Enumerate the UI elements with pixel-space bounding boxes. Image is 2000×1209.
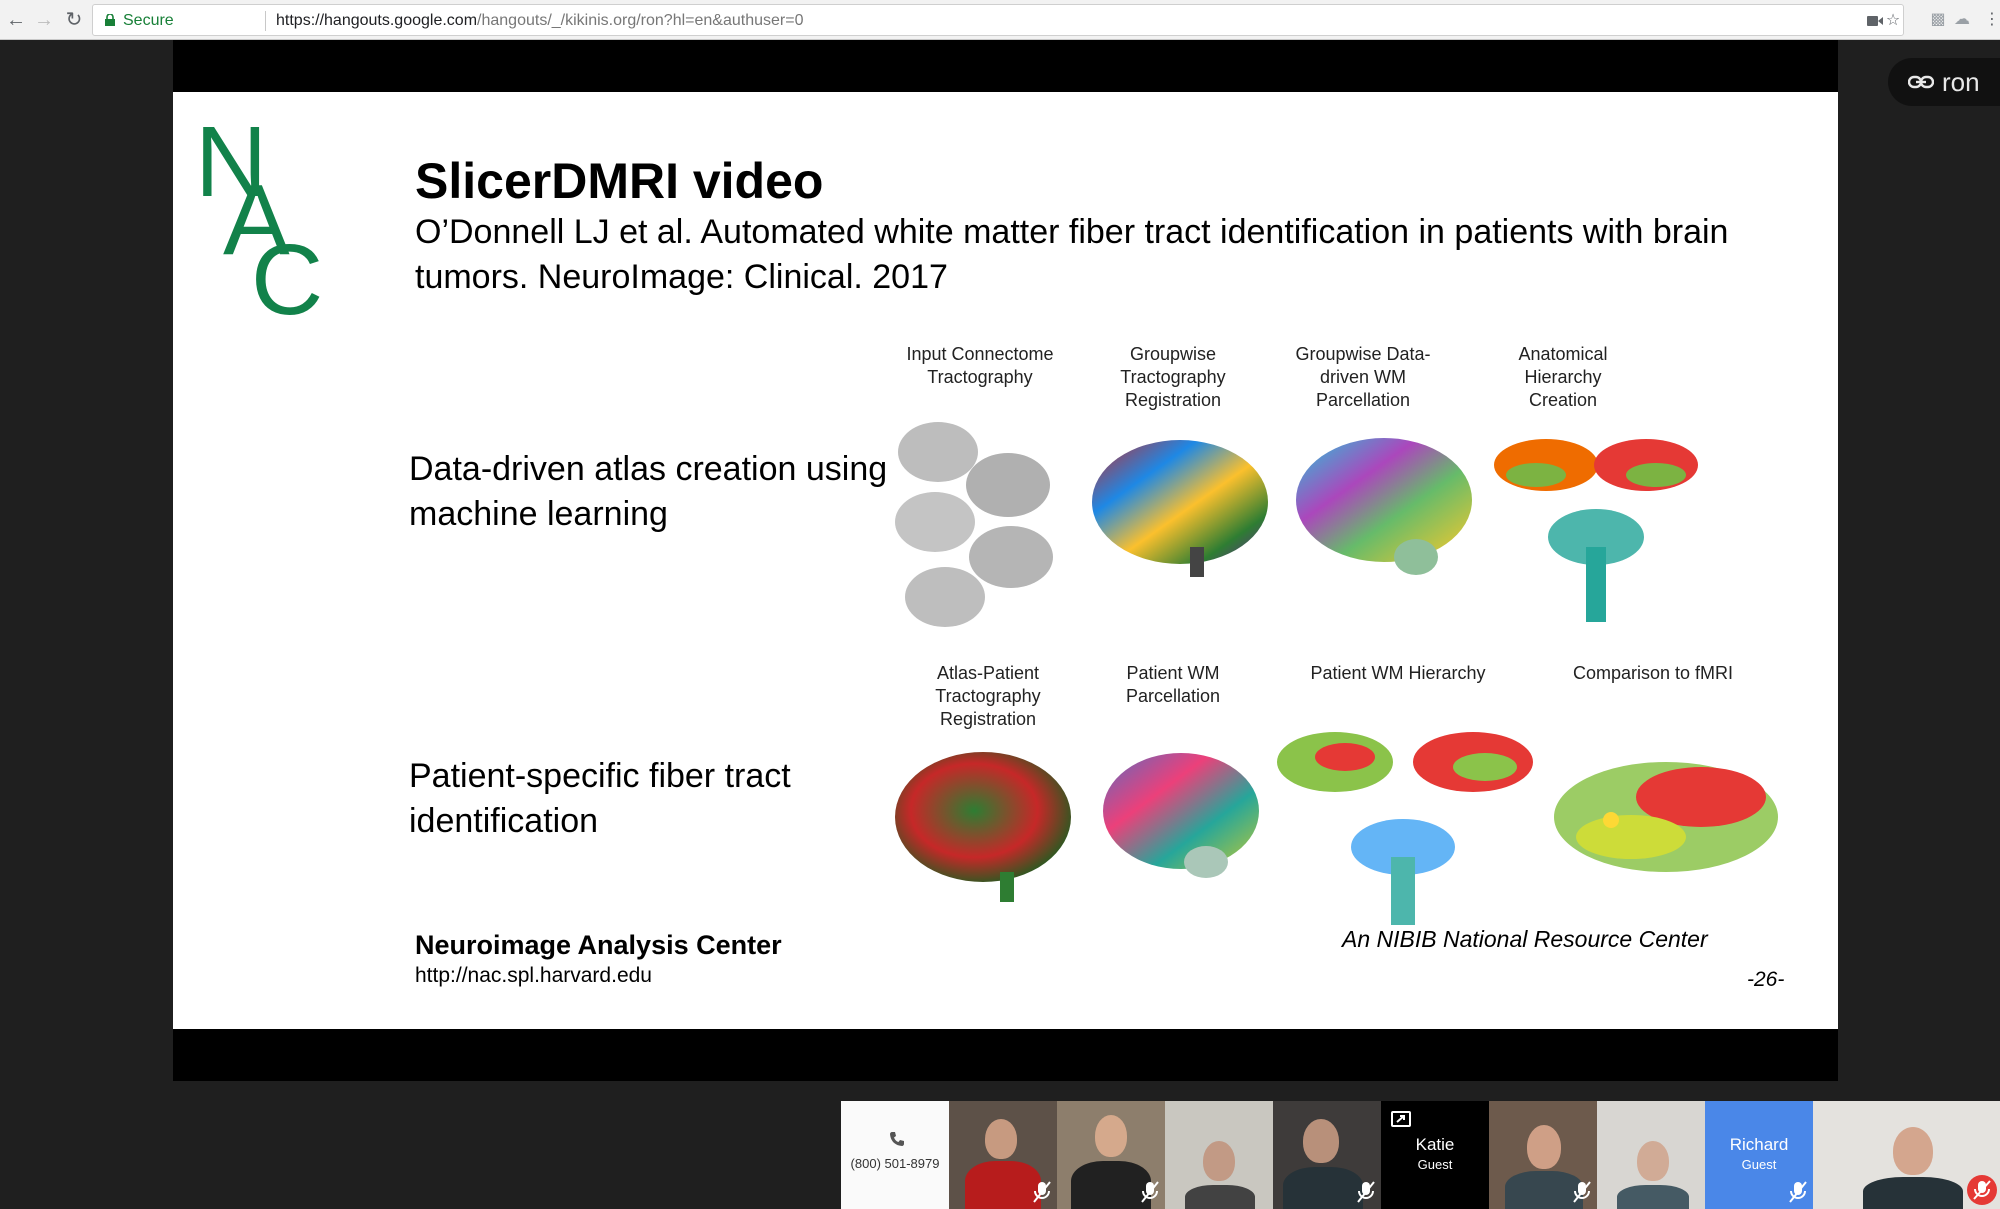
mic-off-icon	[1967, 1175, 1997, 1205]
security-label: Secure	[123, 12, 174, 29]
star-icon[interactable]: ☆	[1885, 12, 1901, 29]
slide: N A C SlicerDMRI video O’Donnell LJ et a…	[173, 92, 1838, 1029]
nac-logo: N A C	[195, 106, 323, 324]
participant-role: Guest	[1417, 1157, 1453, 1172]
participant-video-tile[interactable]	[949, 1101, 1057, 1209]
browser-toolbar: ← → ↻ Secure https://hangouts.google.com…	[0, 0, 2000, 40]
participant-video-tile[interactable]	[1813, 1101, 2000, 1209]
atlas-patient-registration-image	[895, 752, 1071, 902]
row-label-atlas: Data-driven atlas creation using machine…	[409, 450, 888, 533]
link-icon	[1908, 75, 1934, 89]
url-text[interactable]: https://hangouts.google.com/hangouts/_/k…	[276, 12, 803, 30]
svg-text:C: C	[251, 224, 323, 324]
meeting-link-chip[interactable]: ron	[1888, 58, 2000, 106]
url-path: /hangouts/_/kikinis.org/ron?hl=en&authus…	[477, 12, 804, 29]
svg-text:N: N	[195, 106, 267, 218]
patient-hierarchy-image	[1277, 732, 1533, 925]
participant-name: Katie	[1415, 1135, 1455, 1154]
figure-label: Comparison to fMRI	[1572, 663, 1734, 683]
shared-screen: N A C SlicerDMRI video O’Donnell LJ et a…	[173, 40, 1838, 1081]
participant-video-tile[interactable]	[1597, 1101, 1705, 1209]
extension-icon[interactable]: ☁	[1954, 11, 1970, 28]
mic-off-icon	[1033, 1181, 1051, 1203]
menu-icon[interactable]: ⋮	[1984, 11, 2000, 28]
camera-icon[interactable]	[1865, 11, 1885, 31]
participant-name: Richard	[1729, 1135, 1789, 1154]
phone-number: (800) 501-8979	[850, 1156, 940, 1171]
presenting-icon	[1391, 1111, 1411, 1127]
svg-text:A: A	[223, 164, 290, 276]
footer-resource-center: An NIBIB National Resource Center	[1342, 926, 1708, 952]
footer-organization: Neuroimage Analysis Center	[415, 930, 782, 960]
participant-role: Guest	[1741, 1157, 1777, 1172]
mic-off-icon	[1573, 1181, 1591, 1203]
wm-parcellation-image	[1296, 438, 1472, 575]
figure-label: Anatomical Hierarchy Creation	[1518, 344, 1608, 410]
participant-tile-phone[interactable]: (800) 501-8979	[841, 1101, 949, 1209]
participant-video-tile[interactable]	[1273, 1101, 1381, 1209]
url-separator	[265, 11, 266, 31]
figure-label: Patient WM Hierarchy	[1310, 663, 1486, 683]
participant-video-tile[interactable]	[1165, 1101, 1273, 1209]
participant-tile-katie[interactable]: Katie Guest	[1381, 1101, 1489, 1209]
participant-tile-richard[interactable]: Richard Guest	[1705, 1101, 1813, 1209]
lock-icon	[105, 14, 115, 26]
mic-off-icon	[1141, 1181, 1159, 1203]
url-origin: https://hangouts.google.com	[276, 12, 478, 29]
connectome-brains-image	[895, 422, 1053, 627]
participant-video-tile[interactable]	[1057, 1101, 1165, 1209]
address-bar[interactable]: Secure https://hangouts.google.com/hango…	[92, 4, 1904, 36]
figure-label: Patient WM Parcellation	[1125, 663, 1221, 706]
figure-label: Atlas-Patient Tractography Registration	[935, 663, 1041, 729]
figure-label: Input Connectome Tractography	[906, 344, 1054, 387]
reload-icon[interactable]: ↻	[65, 9, 83, 31]
slide-page-number: -26-	[1747, 968, 1785, 991]
slide-subtitle: O’Donnell LJ et al. Automated white matt…	[415, 213, 1729, 296]
tractography-registration-image	[1092, 440, 1268, 577]
slide-title: SlicerDMRI video	[415, 153, 824, 209]
extension-icon[interactable]: ▩	[1930, 11, 1946, 28]
patient-parcellation-image	[1103, 753, 1259, 878]
figure-label: Groupwise Tractography Registration	[1120, 344, 1226, 410]
row-label-patient: Patient-specific fiber tract identificat…	[409, 757, 791, 840]
forward-icon[interactable]: →	[34, 9, 54, 31]
phone-icon	[890, 1132, 904, 1146]
back-icon[interactable]: ←	[6, 9, 26, 31]
figure-label: Groupwise Data-driven WM Parcellation	[1295, 344, 1431, 410]
participant-strip: (800) 501-8979	[841, 1101, 2000, 1209]
footer-url: http://nac.spl.harvard.edu	[415, 964, 652, 987]
anatomical-hierarchy-image	[1494, 439, 1698, 622]
mic-off-icon	[1789, 1181, 1807, 1203]
fmri-comparison-image	[1554, 762, 1778, 872]
participant-video-tile[interactable]	[1489, 1101, 1597, 1209]
mic-off-icon	[1357, 1181, 1375, 1203]
meeting-link-label: ron	[1942, 67, 1980, 97]
